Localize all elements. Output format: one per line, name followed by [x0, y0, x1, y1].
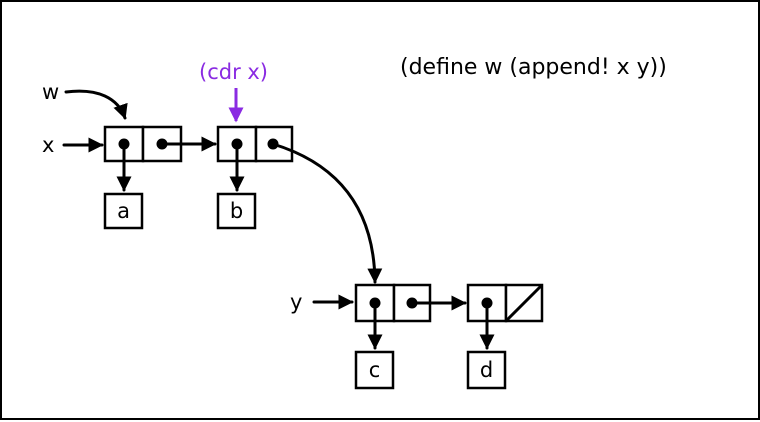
value-d: d: [480, 358, 493, 382]
nil-slash: [505, 284, 543, 322]
cdr-x-annotation: (cdr x): [199, 60, 268, 84]
pair-4: [466, 283, 544, 323]
value-c: c: [369, 358, 381, 382]
value-box-d: [466, 350, 507, 390]
var-y-label: y: [290, 290, 302, 314]
value-box-b: [216, 192, 257, 230]
value-box-c: [354, 350, 395, 390]
value-b: b: [230, 199, 243, 223]
link-pair2-to-pair3: [271, 142, 383, 284]
var-x-label: x: [42, 133, 54, 157]
value-box-a: [103, 192, 144, 230]
title-text: (define w (append! x y)): [400, 55, 667, 80]
w-arrow: [64, 89, 128, 120]
value-a: a: [117, 199, 130, 223]
var-w-label: w: [42, 80, 59, 104]
pair-2: [216, 125, 294, 163]
